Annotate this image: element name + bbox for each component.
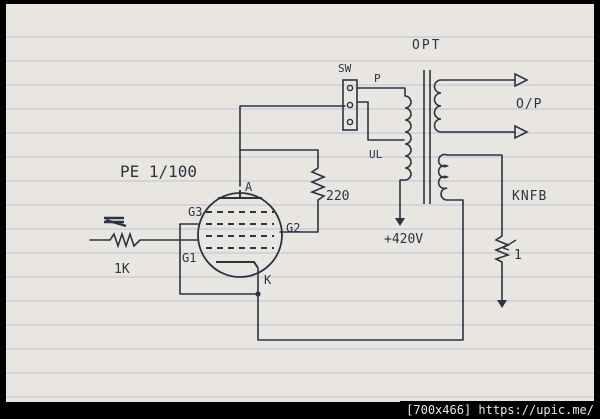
label-title: PE 1/100 (120, 162, 197, 181)
label-a: A (245, 180, 253, 194)
label-220: 220 (326, 189, 349, 204)
label-g3: G3 (188, 205, 202, 219)
switch-sw (342, 79, 358, 131)
resistor-1-ohm (493, 235, 511, 263)
wiper-arrow (502, 239, 517, 251)
secondary-winding (433, 79, 442, 133)
feedback-winding (437, 153, 450, 201)
resistor-220 (309, 167, 327, 201)
primary-winding (404, 95, 412, 181)
label-1k: 1K (114, 262, 130, 277)
output-arrow-bottom (514, 124, 529, 140)
label-sw: SW (338, 62, 352, 75)
scribble-mark (104, 216, 127, 228)
pentode-tube (197, 190, 283, 297)
label-p: P (374, 72, 381, 85)
label-g1: G1 (182, 251, 196, 265)
label-op: O/P (516, 97, 542, 112)
bplus-arrow (395, 218, 405, 226)
resistor-1k (109, 231, 141, 249)
ground-arrow (497, 300, 507, 308)
label-ul: UL (369, 148, 383, 161)
label-knfb: KNFB (512, 189, 547, 204)
label-opt: OPT (412, 38, 441, 53)
label-r1: 1 (514, 248, 522, 263)
label-k: K (264, 273, 272, 287)
schematic-wires (89, 79, 516, 341)
transformer-core (423, 70, 431, 204)
ruled-lines (6, 36, 594, 398)
watermark-text: [700x466] https://upic.me/ (400, 401, 600, 419)
output-arrow-top (514, 72, 529, 88)
label-g2: G2 (286, 221, 300, 235)
label-420v: +420V (384, 232, 423, 247)
notebook-paper (6, 4, 594, 402)
